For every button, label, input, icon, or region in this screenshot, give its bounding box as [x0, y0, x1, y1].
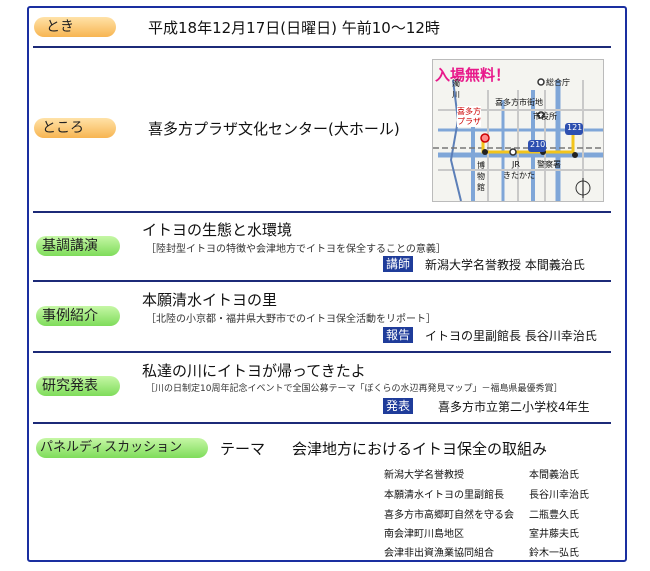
- map-label-hall: 総合庁: [546, 78, 570, 87]
- panel-label: パネルディスカッション: [36, 438, 208, 458]
- map-label-river: 濁川: [452, 79, 460, 99]
- separator: [33, 422, 611, 424]
- panel-member-org: 本願清水イトヨの里副館長: [384, 490, 504, 501]
- research-presenter: 喜多方市立第二小学校4年生: [438, 400, 590, 414]
- program-frame: [27, 6, 627, 562]
- research-subtitle: ［川の日制定10周年記念イベントで全国公募テーマ「ぼくらの水辺再発見マップ」－福…: [146, 384, 563, 394]
- where-label: ところ: [34, 118, 116, 138]
- map-label-plaza-1: 喜多方: [457, 106, 481, 117]
- separator: [33, 46, 611, 48]
- panel-member-name: 室井藤夫氏: [529, 529, 579, 540]
- map-label-station: きたかた: [503, 171, 535, 180]
- panel-member-org: 喜多方市高郷町自然を守る会: [384, 510, 514, 521]
- venue-map: 入場無料！ 総合庁 喜多方市街地 市役所 喜多方 プラザ 博物館 JR きたかた…: [432, 59, 604, 202]
- keynote-speaker: 新潟大学名誉教授 本間義治氏: [425, 258, 585, 272]
- panel-member-org: 会津非出資漁業協同組合: [384, 548, 494, 559]
- map-label-museum: 博物館: [477, 161, 485, 192]
- separator: [33, 211, 611, 213]
- map-label-plaza-2: プラザ: [457, 116, 481, 127]
- research-role-badge: 発表: [383, 398, 414, 414]
- case-label: 事例紹介: [36, 306, 120, 326]
- map-label-office: 市役所: [533, 112, 557, 121]
- where-value: 喜多方プラザ文化センター(大ホール): [148, 120, 400, 138]
- keynote-subtitle: ［陸封型イトヨの特徴や会津地方でイトヨを保全することの意義］: [146, 244, 446, 255]
- panel-member-name: 二瓶豊久氏: [529, 510, 579, 521]
- panel-member-org: 南会津町川島地区: [384, 529, 464, 540]
- keynote-title: イトヨの生態と水環境: [142, 221, 293, 239]
- map-label-police: 警察署: [537, 160, 561, 169]
- separator: [33, 351, 611, 353]
- case-role-badge: 報告: [383, 327, 414, 343]
- case-speaker: イトヨの里副館長 長谷川幸治氏: [425, 329, 597, 343]
- research-label: 研究発表: [36, 376, 120, 396]
- panel-theme-label: テーマ: [220, 440, 266, 458]
- map-label-jr: JR: [512, 160, 520, 169]
- map-label-route210: 210: [530, 140, 546, 149]
- panel-member-name: 本間義治氏: [529, 470, 579, 481]
- map-headline: 入場無料！: [435, 66, 511, 84]
- case-title: 本願清水イトヨの里: [142, 291, 278, 309]
- when-label: とき: [34, 17, 116, 37]
- research-title: 私達の川にイトヨが帰ってきたよ: [142, 362, 366, 380]
- map-label-route121: 121: [567, 123, 583, 132]
- keynote-label: 基調講演: [36, 236, 120, 256]
- map-label-district: 喜多方市街地: [495, 98, 543, 107]
- panel-member-name: 長谷川幸治氏: [529, 490, 589, 501]
- case-subtitle: ［北陸の小京都・福井県大野市でのイトヨ保全活動をリポート］: [146, 314, 436, 325]
- panel-member-name: 鈴木一弘氏: [529, 548, 579, 559]
- separator: [33, 280, 611, 282]
- keynote-role-badge: 講師: [383, 256, 414, 272]
- panel-member-org: 新潟大学名誉教授: [384, 470, 464, 481]
- panel-theme: 会津地方におけるイトヨ保全の取組み: [292, 440, 548, 458]
- when-value: 平成18年12月17日(日曜日) 午前10～12時: [148, 19, 440, 37]
